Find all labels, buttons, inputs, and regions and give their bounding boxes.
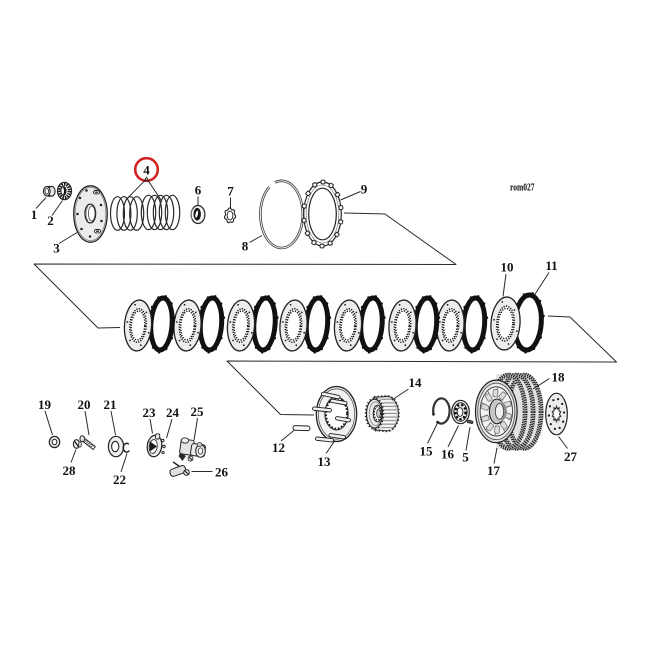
svg-text:8: 8 bbox=[242, 239, 249, 254]
svg-text:17: 17 bbox=[487, 463, 501, 478]
svg-text:12: 12 bbox=[272, 440, 285, 455]
svg-text:9: 9 bbox=[361, 182, 368, 197]
svg-text:28: 28 bbox=[63, 463, 77, 478]
svg-text:1: 1 bbox=[31, 207, 38, 222]
svg-text:21: 21 bbox=[104, 397, 117, 412]
svg-text:10: 10 bbox=[501, 260, 514, 275]
svg-text:3: 3 bbox=[53, 241, 60, 256]
svg-text:2: 2 bbox=[47, 213, 54, 228]
svg-text:4: 4 bbox=[143, 163, 150, 178]
svg-text:22: 22 bbox=[113, 472, 126, 487]
svg-text:5: 5 bbox=[462, 450, 469, 465]
svg-text:14: 14 bbox=[409, 375, 423, 390]
svg-text:15: 15 bbox=[420, 444, 434, 459]
svg-text:11: 11 bbox=[545, 258, 557, 273]
svg-text:19: 19 bbox=[38, 397, 52, 412]
svg-text:18: 18 bbox=[552, 370, 566, 385]
svg-text:rom027: rom027 bbox=[510, 183, 535, 194]
svg-text:27: 27 bbox=[564, 449, 578, 464]
svg-text:20: 20 bbox=[78, 397, 91, 412]
svg-text:16: 16 bbox=[441, 447, 455, 462]
svg-text:13: 13 bbox=[318, 454, 332, 469]
svg-text:24: 24 bbox=[166, 405, 180, 420]
svg-text:25: 25 bbox=[191, 404, 205, 419]
svg-text:26: 26 bbox=[215, 465, 229, 480]
svg-text:7: 7 bbox=[227, 184, 234, 199]
svg-text:23: 23 bbox=[143, 405, 157, 420]
svg-text:6: 6 bbox=[195, 183, 202, 198]
